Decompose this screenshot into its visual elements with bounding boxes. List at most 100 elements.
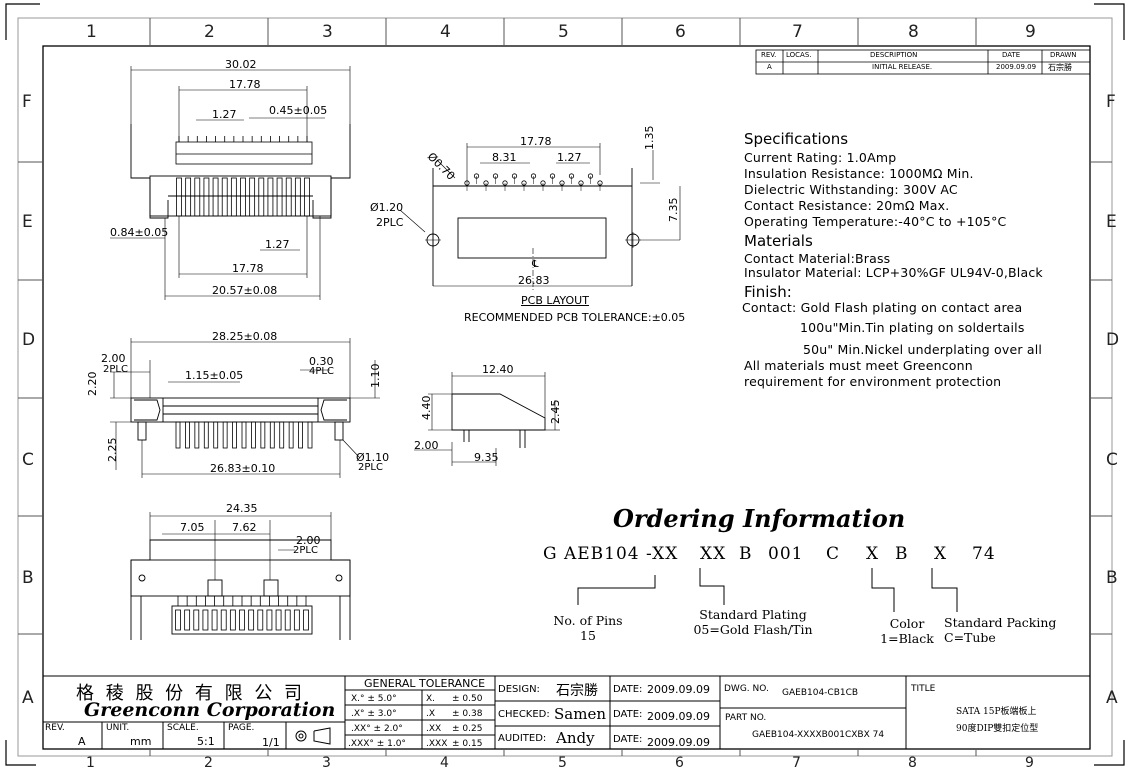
- dim-label: 2.20: [86, 371, 99, 397]
- dim-label: 7.35: [667, 197, 680, 223]
- material-line: Insulator Material: LCP+30%GF UL94V-0,Bl…: [744, 265, 1043, 280]
- scale-label: SCALE.: [167, 723, 199, 733]
- front-pin: [279, 421, 285, 449]
- dwg-value: GAEB104-CB1CB: [782, 688, 859, 698]
- zone-col-2: 2: [204, 22, 215, 42]
- front-pin: [194, 421, 200, 449]
- unit-value: mm: [130, 735, 152, 748]
- material-line: Contact Material:Brass: [744, 251, 891, 266]
- finish-title: Finish:: [744, 283, 792, 301]
- zone-col-4: 4: [440, 22, 451, 42]
- front-pin: [203, 421, 209, 449]
- zone-col-3-bottom: 3: [322, 755, 331, 771]
- spec-line: Operating Temperature:-40°C to +105°C: [744, 214, 1007, 229]
- bottom-pin: [275, 609, 282, 631]
- top-pin-contact: [258, 177, 265, 217]
- dim-label: 2PLC: [293, 545, 318, 556]
- top-pin-contact: [221, 177, 228, 217]
- ordering-code-prefix: G AEB104 -XX: [543, 544, 679, 564]
- dim-label: 9.35: [474, 451, 499, 464]
- dim-label: 0.45±0.05: [269, 104, 328, 117]
- top-pin-contact: [203, 177, 210, 217]
- zone-col-7-bottom: 7: [792, 755, 801, 771]
- zone-col-3: 3: [322, 22, 333, 42]
- bottom-pin: [284, 609, 291, 631]
- dim-label: 1.10: [369, 363, 382, 389]
- finish-line: All materials must meet Greenconn: [744, 358, 973, 373]
- rev-header-drawn: DRAWN: [1050, 51, 1077, 59]
- rev-label: REV.: [45, 723, 65, 733]
- dim-label: 2PLC: [358, 462, 383, 473]
- zone-col-8-bottom: 8: [908, 755, 917, 771]
- tolerance-title: GENERAL TOLERANCE: [364, 677, 486, 690]
- tolerance-place: .XX: [426, 724, 442, 734]
- dim-label: 2PLC: [376, 216, 404, 229]
- dim-label: 2.45: [549, 399, 562, 425]
- zone-col-2-bottom: 2: [204, 755, 213, 771]
- rev-header-date: DATE: [1002, 51, 1021, 59]
- date-value: 2009.09.09: [647, 710, 710, 723]
- rev-row-rev: A: [767, 63, 772, 71]
- dim-label: 17.78: [229, 78, 261, 91]
- dim-label: 1.35: [643, 125, 656, 151]
- zone-col-5-bottom: 5: [558, 755, 567, 771]
- pcb-layout-caption: PCB LAYOUT: [521, 294, 589, 307]
- zone-col-9: 9: [1025, 22, 1036, 42]
- date-label: DATE:: [613, 709, 643, 720]
- date-value: 2009.09.09: [647, 683, 710, 696]
- front-pin: [260, 421, 266, 449]
- rev-value: A: [78, 735, 86, 748]
- front-pin: [307, 421, 313, 449]
- dim-label: 17.78: [520, 135, 552, 148]
- rev-header-rev: REV.: [761, 51, 777, 59]
- zone-col-6: 6: [675, 22, 686, 42]
- dim-label: 12.40: [482, 363, 514, 376]
- bottom-pin: [266, 609, 273, 631]
- zone-row-b: B: [22, 568, 34, 588]
- zone-row-b-right: B: [1106, 568, 1118, 588]
- front-pin: [269, 421, 275, 449]
- zone-row-a-right: A: [1106, 688, 1118, 708]
- zone-col-1: 1: [86, 22, 97, 42]
- top-pin-contact: [230, 177, 237, 217]
- front-pin: [213, 421, 219, 449]
- company-name-en: Greenconn Corporation: [84, 699, 336, 721]
- date-value: 2009.09.09: [647, 736, 710, 749]
- spec-line: Dielectric Withstanding: 300V AC: [744, 182, 958, 197]
- dim-label: 24.35: [226, 502, 258, 515]
- top-pin-contact: [194, 177, 201, 217]
- tolerance-angle: X.° ± 5.0°: [351, 694, 397, 704]
- finish-line: 100u"Min.Tin plating on soldertails: [800, 320, 1025, 335]
- dwg-label: DWG. NO.: [724, 684, 769, 694]
- front-pin: [288, 421, 294, 449]
- zone-col-5: 5: [558, 22, 569, 42]
- zone-row-c-right: C: [1106, 450, 1118, 470]
- tolerance-angle: .XX° ± 2.0°: [351, 724, 403, 734]
- ordering-code-packing: X: [934, 544, 948, 564]
- title-line-1: SATA 15P板端板上: [956, 707, 1037, 717]
- dim-label: Ø1.10: [356, 451, 390, 464]
- ordering-code-plating: XX: [700, 544, 727, 564]
- zone-col-4-bottom: 4: [440, 755, 449, 771]
- unit-label: UNIT.: [106, 723, 130, 733]
- dim-label: 7.62: [232, 521, 257, 534]
- dim-label: 1.27: [212, 108, 237, 121]
- dim-label: 20.57±0.08: [212, 284, 278, 297]
- dim-label: 30.02: [225, 58, 257, 71]
- top-pin-contact: [249, 177, 256, 217]
- tolerance-value: ± 0.50: [452, 694, 483, 704]
- design-label: DESIGN:: [498, 684, 540, 695]
- spec-line: Insulation Resistance: 1000MΩ Min.: [744, 166, 974, 181]
- dim-label: 1.27: [265, 238, 290, 251]
- bottom-pin: [239, 609, 245, 631]
- ordering-code-b: B: [739, 544, 753, 564]
- dim-label: 0.84±0.05: [110, 226, 169, 239]
- tolerance-value: ± 0.25: [452, 724, 483, 734]
- ordering-code-b2: B: [895, 544, 909, 564]
- rev-header-locas: LOCAS.: [786, 51, 812, 59]
- top-pin-contact: [240, 177, 246, 217]
- dim-label: 26.83±0.10: [210, 462, 276, 475]
